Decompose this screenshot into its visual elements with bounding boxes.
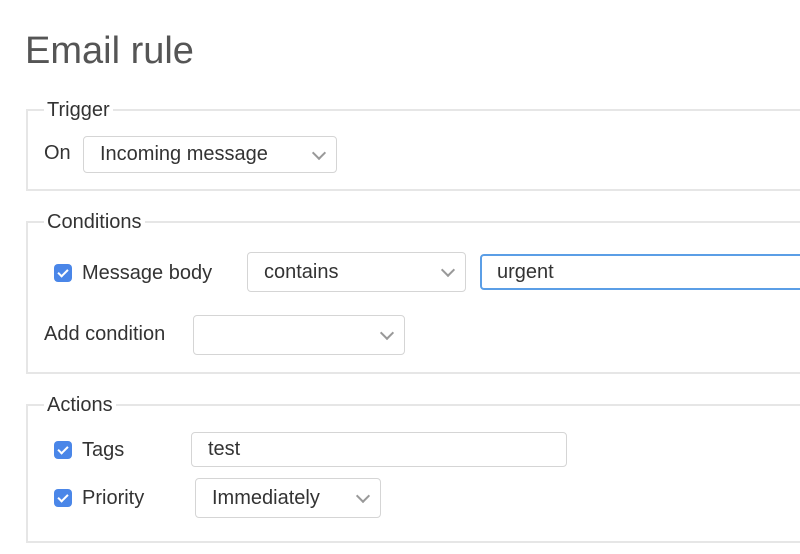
- condition-operator-select[interactable]: contains: [247, 252, 466, 292]
- add-condition-select[interactable]: [193, 315, 405, 355]
- chevron-down-icon: [355, 488, 371, 504]
- trigger-select[interactable]: Incoming message: [83, 136, 337, 173]
- priority-value: Immediately: [212, 486, 320, 509]
- priority-select[interactable]: Immediately: [195, 478, 381, 518]
- trigger-legend: Trigger: [44, 98, 113, 122]
- condition-field-label: Message body: [82, 262, 213, 284]
- tags-checkbox[interactable]: [54, 441, 72, 459]
- priority-label: Priority: [82, 487, 145, 509]
- tags-input[interactable]: test: [191, 432, 567, 467]
- actions-legend: Actions: [44, 393, 116, 417]
- conditions-fieldset: [26, 221, 800, 374]
- tags-label: Tags: [82, 439, 125, 461]
- conditions-legend: Conditions: [44, 210, 145, 234]
- condition-value-text: urgent: [497, 260, 554, 283]
- condition-value-input[interactable]: urgent: [480, 254, 800, 290]
- chevron-down-icon: [379, 325, 395, 341]
- priority-checkbox[interactable]: [54, 489, 72, 507]
- tags-value: test: [208, 438, 241, 460]
- on-label: On: [44, 142, 71, 164]
- message-body-checkbox[interactable]: [54, 264, 72, 282]
- chevron-down-icon: [440, 262, 456, 278]
- trigger-select-value: Incoming message: [100, 143, 268, 165]
- add-condition-label: Add condition: [44, 323, 166, 345]
- page-title: Email rule: [25, 30, 194, 72]
- condition-operator-value: contains: [264, 260, 339, 283]
- trigger-fieldset: [26, 109, 800, 191]
- chevron-down-icon: [311, 145, 327, 160]
- actions-fieldset: [26, 404, 800, 543]
